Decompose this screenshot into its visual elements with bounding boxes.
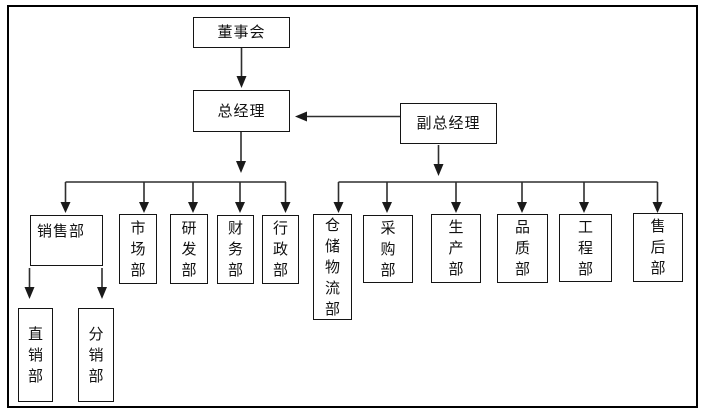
node-finance-dept: 财务部	[217, 215, 254, 284]
node-general-manager-label: 总经理	[217, 101, 266, 120]
node-sales-dept: 销售部	[30, 215, 103, 266]
node-administration-dept-label: 行政部	[272, 219, 288, 279]
node-quality-dept-label: 品质部	[514, 218, 530, 278]
node-distribution-sales-dept: 分销部	[78, 308, 114, 402]
node-research-dept-label: 研发部	[181, 218, 197, 279]
node-administration-dept: 行政部	[262, 215, 299, 284]
node-aftersales-dept-label: 售后部	[650, 217, 666, 277]
node-sales-dept-label: 销售部	[37, 222, 86, 240]
node-deputy-general-manager-label: 副总经理	[416, 114, 481, 132]
node-warehouse-logistics-dept-label: 仓储物流部	[324, 215, 340, 318]
node-warehouse-logistics-dept: 仓储物流部	[313, 214, 352, 320]
node-engineering-dept: 工程部	[559, 214, 612, 282]
node-deputy-general-manager: 副总经理	[400, 103, 497, 144]
node-purchasing-dept: 采购部	[363, 215, 413, 283]
node-production-dept: 生产部	[431, 214, 481, 283]
node-quality-dept: 品质部	[497, 214, 548, 283]
node-distribution-sales-dept-label: 分销部	[88, 324, 104, 385]
node-purchasing-dept-label: 采购部	[380, 218, 396, 279]
node-general-manager: 总经理	[193, 90, 290, 132]
node-marketing-dept-label: 市场部	[130, 218, 146, 279]
node-direct-sales-dept-label: 直销部	[27, 324, 43, 385]
node-direct-sales-dept: 直销部	[18, 308, 53, 402]
node-chairman-label: 董事会	[217, 23, 266, 41]
outer-border	[7, 5, 698, 408]
node-research-dept: 研发部	[170, 214, 208, 284]
node-aftersales-dept: 售后部	[633, 213, 683, 282]
node-chairman: 董事会	[193, 17, 290, 48]
node-marketing-dept: 市场部	[119, 214, 157, 284]
node-production-dept-label: 生产部	[448, 218, 464, 278]
node-engineering-dept-label: 工程部	[577, 217, 593, 278]
node-finance-dept-label: 财务部	[227, 219, 243, 279]
